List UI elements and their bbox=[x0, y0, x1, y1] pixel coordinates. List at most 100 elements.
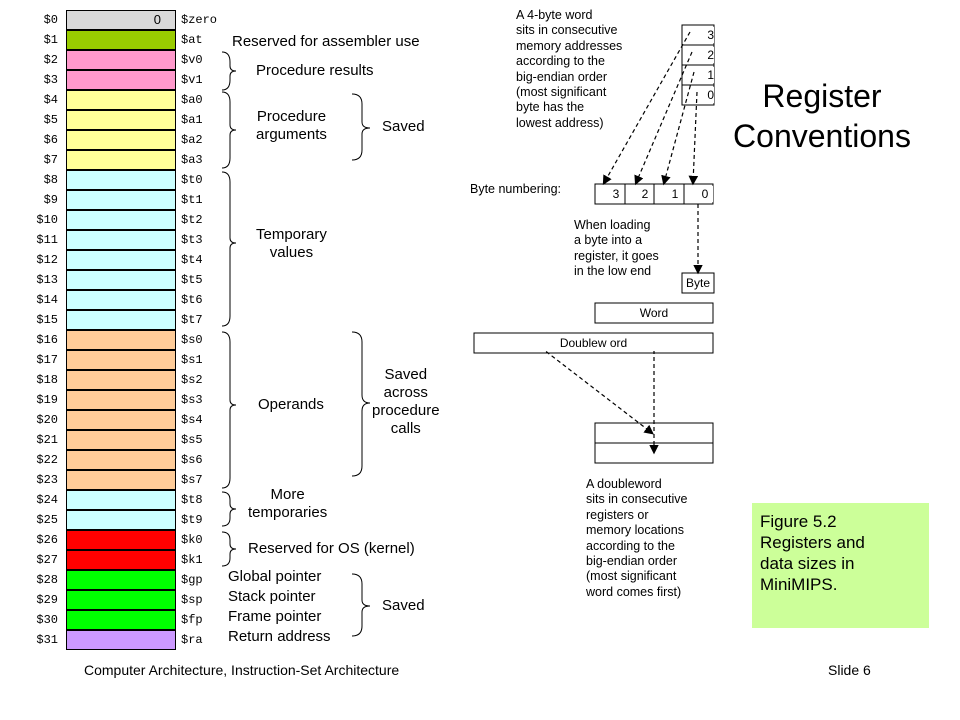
register-cell bbox=[66, 470, 176, 490]
label-return-address: Return address bbox=[228, 628, 331, 645]
arrow-dw-upper bbox=[534, 342, 654, 435]
register-number: $20 bbox=[36, 413, 58, 427]
register-number: $15 bbox=[36, 313, 58, 327]
register-cell bbox=[66, 70, 176, 90]
register-name: $a1 bbox=[181, 113, 203, 127]
register-number: $12 bbox=[36, 253, 58, 267]
register-name: $s2 bbox=[181, 373, 203, 387]
register-number: $14 bbox=[36, 293, 58, 307]
register-cell bbox=[66, 130, 176, 150]
label-global-pointer: Global pointer bbox=[228, 568, 322, 585]
register-name: $t1 bbox=[181, 193, 203, 207]
register-number: $25 bbox=[36, 513, 58, 527]
register-name: $v1 bbox=[181, 73, 203, 87]
register-cell bbox=[66, 230, 176, 250]
register-cell bbox=[66, 490, 176, 510]
doubleword-label: Doublew ord bbox=[475, 335, 712, 351]
register-name: $gp bbox=[181, 573, 203, 587]
register-cell bbox=[66, 110, 176, 130]
label-procedure-results: Procedure results bbox=[256, 62, 374, 79]
register-number: $13 bbox=[36, 273, 58, 287]
bracket-kernel bbox=[221, 531, 237, 567]
bracket-results bbox=[221, 51, 237, 91]
register-name: $s1 bbox=[181, 353, 203, 367]
register-cell bbox=[66, 450, 176, 470]
register-name: $s7 bbox=[181, 473, 203, 487]
label-procedure-arguments: Procedure arguments bbox=[256, 108, 327, 143]
register-cell bbox=[66, 170, 176, 190]
register-number: $5 bbox=[43, 113, 58, 127]
register-number: $4 bbox=[43, 93, 58, 107]
register-cell bbox=[66, 370, 176, 390]
arrow-byte-0 bbox=[688, 91, 699, 186]
byte-number-3: 3 bbox=[608, 186, 624, 202]
register-number: $24 bbox=[36, 493, 58, 507]
footer-course: Computer Architecture, Instruction-Set A… bbox=[84, 662, 400, 678]
register-name: $s0 bbox=[181, 333, 203, 347]
arrow-byte-3 bbox=[602, 31, 691, 186]
register-cell bbox=[66, 570, 176, 590]
register-number: $10 bbox=[36, 213, 58, 227]
register-number: $28 bbox=[36, 573, 58, 587]
register-cell bbox=[66, 150, 176, 170]
register-number: $16 bbox=[36, 333, 58, 347]
register-name: $t7 bbox=[181, 313, 203, 327]
register-cell bbox=[66, 530, 176, 550]
register-number: $2 bbox=[43, 53, 58, 67]
register-name: $a0 bbox=[181, 93, 203, 107]
register-number: $6 bbox=[43, 133, 58, 147]
register-number: $0 bbox=[43, 13, 58, 27]
label-stack-pointer: Stack pointer bbox=[228, 588, 316, 605]
register-name: $k0 bbox=[181, 533, 203, 547]
mem-byte-1: 1 bbox=[700, 67, 714, 83]
register-name: $s4 bbox=[181, 413, 203, 427]
label-reserved-assembler: Reserved for assembler use bbox=[232, 33, 420, 50]
register-cell bbox=[66, 550, 176, 570]
bracket-temporaries bbox=[221, 171, 237, 327]
register-cell bbox=[66, 30, 176, 50]
arrow-byte-2 bbox=[634, 51, 693, 186]
register-cell bbox=[66, 510, 176, 530]
register-cell bbox=[66, 270, 176, 290]
label-saved-1: Saved bbox=[382, 118, 425, 135]
mem-byte-0: 0 bbox=[700, 87, 714, 103]
register-name: $s5 bbox=[181, 433, 203, 447]
register-cell: 0 bbox=[66, 10, 176, 30]
bracket-saved-across bbox=[351, 331, 371, 477]
register-number: $18 bbox=[36, 373, 58, 387]
register-name: $a3 bbox=[181, 153, 203, 167]
register-name: $t4 bbox=[181, 253, 203, 267]
register-cell bbox=[66, 190, 176, 210]
register-number: $11 bbox=[36, 233, 58, 247]
bracket-more-temporaries bbox=[221, 491, 237, 527]
register-name: $at bbox=[181, 33, 203, 47]
register-cell bbox=[66, 630, 176, 650]
register-cell bbox=[66, 330, 176, 350]
register-cell bbox=[66, 290, 176, 310]
register-name: $s6 bbox=[181, 453, 203, 467]
register-number: $30 bbox=[36, 613, 58, 627]
register-number: $1 bbox=[43, 33, 58, 47]
register-name: $t9 bbox=[181, 513, 203, 527]
bracket-arguments bbox=[221, 91, 237, 169]
register-name: $t0 bbox=[181, 173, 203, 187]
byte-label: Byte bbox=[683, 275, 713, 291]
register-name: $t8 bbox=[181, 493, 203, 507]
register-name: $sp bbox=[181, 593, 203, 607]
label-temporary-values: Temporary values bbox=[256, 226, 327, 261]
register-cell bbox=[66, 430, 176, 450]
mem-byte-3: 3 bbox=[700, 27, 714, 43]
register-cell bbox=[66, 590, 176, 610]
register-number: $7 bbox=[43, 153, 58, 167]
byte-number-1: 1 bbox=[667, 186, 683, 202]
register-cell bbox=[66, 610, 176, 630]
register-name: $a2 bbox=[181, 133, 203, 147]
dw-note: A doubleword sits in consecutive registe… bbox=[586, 477, 688, 599]
byte-numbering-label: Byte numbering: bbox=[470, 182, 562, 196]
label-reserved-os: Reserved for OS (kernel) bbox=[248, 540, 415, 557]
label-saved-2: Saved bbox=[382, 597, 425, 614]
register-cell bbox=[66, 50, 176, 70]
register-number: $21 bbox=[36, 433, 58, 447]
footer-slide-number: Slide 6 bbox=[828, 662, 871, 678]
register-name: $t2 bbox=[181, 213, 203, 227]
